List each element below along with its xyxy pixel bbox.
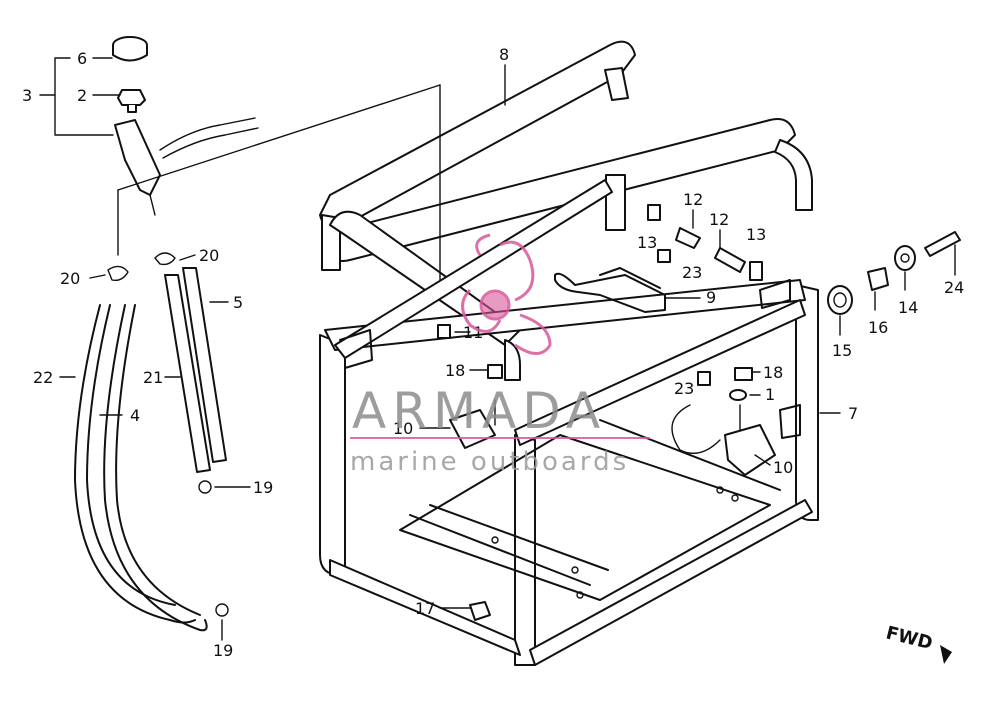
frame-assembly xyxy=(319,40,819,666)
callout-18-right: 18 xyxy=(763,363,783,382)
callout-7: 7 xyxy=(848,404,858,423)
callout-10-right: 10 xyxy=(773,458,793,477)
callout-22: 22 xyxy=(33,368,53,387)
callout-labels: 1 2 3 4 5 6 7 8 9 10 10 11 12 12 13 13 1… xyxy=(22,45,964,660)
callout-9: 9 xyxy=(706,288,716,307)
callout-15: 15 xyxy=(832,341,852,360)
callout-12-right: 12 xyxy=(709,210,729,229)
callout-4: 4 xyxy=(130,406,140,425)
callout-2: 2 xyxy=(77,86,87,105)
mount-bracket xyxy=(554,267,666,313)
callout-23-bottom: 23 xyxy=(674,379,694,398)
forward-direction-indicator: FWD xyxy=(884,622,952,664)
callout-13-left: 13 xyxy=(637,233,657,252)
forward-arrow-icon xyxy=(940,645,952,664)
fwd-label: FWD xyxy=(884,622,935,654)
leader-lines xyxy=(39,57,956,641)
callout-21: 21 xyxy=(143,368,163,387)
callout-16: 16 xyxy=(868,318,888,337)
callout-19-bottom: 19 xyxy=(213,641,233,660)
watermark-logo-icon xyxy=(461,233,552,355)
callout-1: 1 xyxy=(765,385,775,404)
callout-18-left: 18 xyxy=(445,361,465,380)
callout-14: 14 xyxy=(898,298,918,317)
callout-19-mid: 19 xyxy=(253,478,273,497)
callout-17: 17 xyxy=(415,599,435,618)
callout-6: 6 xyxy=(77,49,87,68)
watermark-tagline: marine outboards xyxy=(350,447,629,477)
callout-20-top: 20 xyxy=(199,246,219,265)
hoses xyxy=(74,267,229,632)
callout-11: 11 xyxy=(463,323,483,342)
switch-assembly xyxy=(112,36,441,281)
callout-13-right: 13 xyxy=(746,225,766,244)
callout-20-left: 20 xyxy=(60,269,80,288)
callout-24: 24 xyxy=(944,278,964,297)
callout-8: 8 xyxy=(499,45,509,64)
watermark: ARMADA marine outboards xyxy=(350,233,650,477)
watermark-brand: ARMADA xyxy=(352,382,606,440)
callout-10-left: 10 xyxy=(393,419,413,438)
callout-5: 5 xyxy=(233,293,243,312)
callout-23-top: 23 xyxy=(682,263,702,282)
callout-3: 3 xyxy=(22,86,32,105)
callout-12-left: 12 xyxy=(683,190,703,209)
